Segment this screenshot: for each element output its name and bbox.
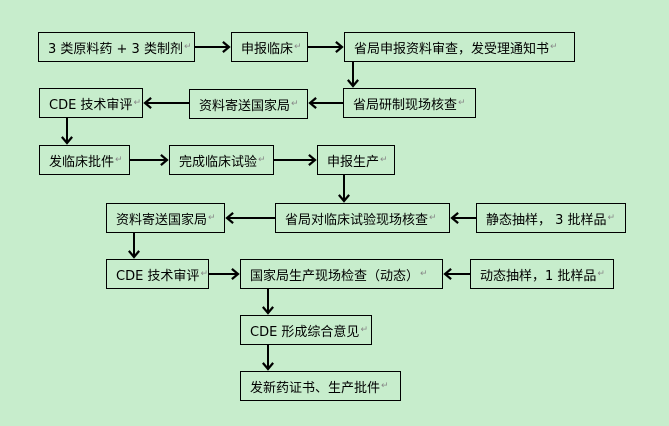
node-label: 省局申报资料审查，发受理通知书 bbox=[354, 41, 550, 57]
node-label: 静态抽样， 3 批样品 bbox=[486, 212, 607, 228]
paragraph-mark-icon: ↵ bbox=[429, 213, 437, 223]
arrowhead-icon bbox=[347, 79, 359, 88]
node-provincial-review: 省局申报资料审查，发受理通知书↵ bbox=[344, 32, 575, 62]
paragraph-mark-icon: ↵ bbox=[381, 381, 389, 391]
arrowhead-icon bbox=[61, 136, 73, 145]
node-label: CDE 技术审评 bbox=[49, 97, 133, 113]
arrowhead-icon bbox=[338, 194, 350, 203]
arrow-n11-to-n10 bbox=[450, 212, 476, 224]
arrow-n1-to-n2 bbox=[195, 41, 231, 53]
node-label: 申报生产 bbox=[327, 154, 380, 170]
arrow-n4-to-n5 bbox=[308, 97, 343, 109]
paragraph-mark-icon: ↵ bbox=[420, 269, 428, 279]
paragraph-mark-icon: ↵ bbox=[115, 155, 123, 165]
paragraph-mark-icon: ↵ bbox=[360, 325, 368, 335]
arrow-n7-to-n8 bbox=[130, 154, 169, 166]
arrowhead-icon bbox=[335, 41, 344, 53]
node-label: CDE 形成综合意见 bbox=[250, 324, 360, 340]
arrowhead-icon bbox=[262, 362, 274, 371]
node-label: 申报临床 bbox=[241, 41, 294, 57]
paragraph-mark-icon: ↵ bbox=[380, 155, 388, 165]
arrowhead-icon bbox=[443, 268, 452, 280]
node-apply-clinical: 申报临床↵ bbox=[231, 32, 308, 62]
arrowhead-icon bbox=[262, 306, 274, 315]
paragraph-mark-icon: ↵ bbox=[550, 42, 558, 52]
node-new-drug-certificate: 发新药证书、生产批件↵ bbox=[240, 371, 401, 401]
node-label: 3 类原料药 + 3 类制剂 bbox=[48, 41, 183, 57]
node-cde-comprehensive-opinion: CDE 形成综合意见↵ bbox=[240, 315, 372, 345]
arrow-n10-to-n12 bbox=[225, 212, 275, 224]
paragraph-mark-icon: ↵ bbox=[607, 213, 616, 223]
node-dynamic-sampling: 动态抽样，1 批样品↵ bbox=[470, 259, 614, 289]
arrow-n12-to-n13 bbox=[128, 233, 140, 259]
arrow-n6-to-n7 bbox=[61, 118, 73, 145]
node-cde-technical-review-2: CDE 技术审评↵ bbox=[106, 259, 209, 289]
node-label: 动态抽样，1 批样品 bbox=[480, 268, 597, 284]
paragraph-mark-icon: ↵ bbox=[200, 269, 208, 279]
node-raw-material-and-preparation: 3 类原料药 + 3 类制剂↵ bbox=[38, 32, 195, 62]
node-label: 资料寄送国家局 bbox=[116, 212, 208, 228]
node-label: 资料寄送国家局 bbox=[199, 98, 291, 114]
node-label: 省局研制现场核查 bbox=[353, 97, 458, 113]
node-label: 国家局生产现场检查（动态） bbox=[250, 268, 420, 284]
arrow-n13-to-n14 bbox=[209, 268, 240, 280]
arrowhead-icon bbox=[225, 212, 234, 224]
node-complete-clinical-trial: 完成临床试验↵ bbox=[169, 145, 274, 175]
paragraph-mark-icon: ↵ bbox=[291, 99, 299, 109]
node-provincial-site-inspection: 省局研制现场核查↵ bbox=[343, 88, 476, 118]
node-label: 发新药证书、生产批件 bbox=[250, 380, 381, 396]
node-static-sampling: 静态抽样， 3 批样品↵ bbox=[476, 203, 626, 233]
node-send-to-national-bureau-1: 资料寄送国家局↵ bbox=[189, 89, 308, 119]
node-cde-technical-review-1: CDE 技术审评↵ bbox=[39, 88, 143, 118]
arrowhead-icon bbox=[160, 154, 169, 166]
paragraph-mark-icon: ↵ bbox=[458, 98, 466, 108]
node-label: 发临床批件 bbox=[49, 154, 115, 170]
node-production-site-inspection: 国家局生产现场检查（动态）↵ bbox=[240, 259, 443, 289]
paragraph-mark-icon: ↵ bbox=[133, 98, 141, 108]
paragraph-mark-icon: ↵ bbox=[258, 155, 266, 165]
arrow-n9-to-n10 bbox=[338, 175, 350, 203]
paragraph-mark-icon: ↵ bbox=[208, 213, 216, 223]
node-label: 完成临床试验 bbox=[179, 154, 258, 170]
arrow-n15-to-n14 bbox=[443, 268, 470, 280]
node-label: CDE 技术审评 bbox=[116, 268, 200, 284]
arrowhead-icon bbox=[450, 212, 459, 224]
node-clinical-approval: 发临床批件↵ bbox=[39, 145, 130, 175]
arrowhead-icon bbox=[308, 154, 317, 166]
paragraph-mark-icon: ↵ bbox=[183, 42, 192, 52]
node-clinical-site-inspection: 省局对临床试验现场核查↵ bbox=[275, 203, 450, 233]
paragraph-mark-icon: ↵ bbox=[294, 42, 302, 52]
arrow-n3-to-n4 bbox=[347, 62, 359, 88]
arrowhead-icon bbox=[231, 268, 240, 280]
arrow-n5-to-n6 bbox=[143, 97, 189, 109]
arrowhead-icon bbox=[128, 250, 140, 259]
arrow-n14-to-n16 bbox=[262, 289, 274, 315]
node-label: 省局对临床试验现场核查 bbox=[285, 212, 429, 228]
arrow-n2-to-n3 bbox=[308, 41, 344, 53]
paragraph-mark-icon: ↵ bbox=[597, 269, 605, 279]
arrow-n8-to-n9 bbox=[274, 154, 317, 166]
arrowhead-icon bbox=[308, 97, 317, 109]
arrowhead-icon bbox=[143, 97, 152, 109]
arrowhead-icon bbox=[222, 41, 231, 53]
node-send-to-national-bureau-2: 资料寄送国家局↵ bbox=[106, 203, 225, 233]
node-apply-production: 申报生产↵ bbox=[317, 145, 395, 175]
arrow-n16-to-n17 bbox=[262, 345, 274, 371]
